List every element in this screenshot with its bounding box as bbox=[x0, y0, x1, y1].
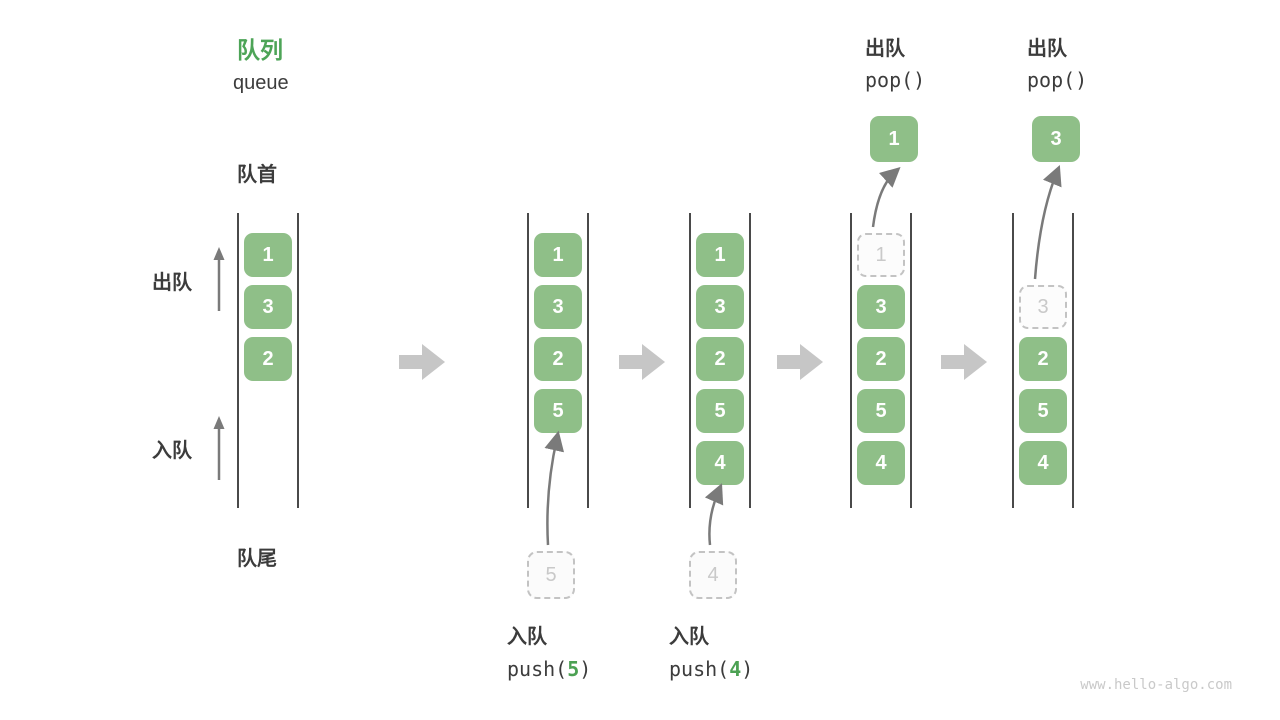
channel-wall bbox=[527, 213, 529, 508]
dequeue-op-label: 出队 bbox=[865, 38, 905, 60]
push-arrow-icon bbox=[544, 430, 565, 546]
channel-wall bbox=[1072, 213, 1074, 508]
arrow-bar bbox=[941, 355, 964, 369]
channel-wall bbox=[749, 213, 751, 508]
queue-item-box: 5 bbox=[696, 389, 744, 433]
ghost-item-box: 3 bbox=[1019, 285, 1067, 329]
queue-item-box: 5 bbox=[857, 389, 905, 433]
dequeue-label: 出队 bbox=[152, 272, 192, 294]
queue-item-box: 5 bbox=[1019, 389, 1067, 433]
pop-code-label: pop() bbox=[1027, 68, 1088, 92]
channel-wall bbox=[689, 213, 691, 508]
state-transition-arrow-icon bbox=[941, 344, 987, 380]
queue-rear-label: 队尾 bbox=[237, 548, 277, 570]
channel-wall bbox=[910, 213, 912, 508]
push-code-pre: push( bbox=[507, 657, 568, 681]
push-arrow-icon bbox=[704, 483, 724, 546]
queue-item-box: 2 bbox=[534, 337, 582, 381]
enqueue-op-label: 入队 bbox=[669, 626, 709, 648]
ghost-item-box: 1 bbox=[857, 233, 905, 277]
arrow-head bbox=[964, 344, 987, 380]
incoming-item-box: 4 bbox=[689, 551, 737, 599]
queue-item-box: 3 bbox=[534, 285, 582, 329]
queue-item-box: 2 bbox=[1019, 337, 1067, 381]
queue-item-box: 3 bbox=[857, 285, 905, 329]
pop-arrow-icon bbox=[871, 166, 901, 228]
arrow-head bbox=[422, 344, 445, 380]
push-code-arg: 5 bbox=[567, 657, 580, 681]
channel-wall bbox=[297, 213, 299, 508]
state-transition-arrow-icon bbox=[777, 344, 823, 380]
arrow-head bbox=[642, 344, 665, 380]
queue-item-box: 3 bbox=[696, 285, 744, 329]
page-title: 队列 bbox=[237, 37, 283, 63]
channel-wall bbox=[850, 213, 852, 508]
push-code-arg: 4 bbox=[729, 657, 742, 681]
channel-wall bbox=[1012, 213, 1014, 508]
popped-item-box: 3 bbox=[1032, 116, 1080, 162]
incoming-item-box: 5 bbox=[527, 551, 575, 599]
state-transition-arrow-icon bbox=[399, 344, 445, 380]
dequeue-op-label: 出队 bbox=[1027, 38, 1067, 60]
queue-item-box: 1 bbox=[534, 233, 582, 277]
dequeue-direction-arrow-icon bbox=[213, 247, 225, 311]
enqueue-op-label: 入队 bbox=[507, 626, 547, 648]
queue-item-box: 4 bbox=[696, 441, 744, 485]
push-code-label: push(4) bbox=[669, 657, 753, 681]
queue-item-box: 4 bbox=[857, 441, 905, 485]
queue-item-box: 1 bbox=[696, 233, 744, 277]
queue-item-box: 4 bbox=[1019, 441, 1067, 485]
watermark: www.hello-algo.com bbox=[1080, 677, 1232, 693]
arrow-head bbox=[800, 344, 823, 380]
queue-item-box: 3 bbox=[244, 285, 292, 329]
push-code-pre: push( bbox=[669, 657, 730, 681]
queue-item-box: 5 bbox=[534, 389, 582, 433]
queue-item-box: 2 bbox=[857, 337, 905, 381]
state-transition-arrow-icon bbox=[619, 344, 665, 380]
arrow-bar bbox=[399, 355, 422, 369]
enqueue-direction-arrow-icon bbox=[213, 416, 225, 480]
push-code-post: ) bbox=[741, 657, 754, 681]
page-subtitle: queue bbox=[233, 72, 289, 94]
popped-item-box: 1 bbox=[870, 116, 918, 162]
pop-arrow-icon bbox=[1033, 165, 1062, 280]
push-code-label: push(5) bbox=[507, 657, 591, 681]
queue-item-box: 1 bbox=[244, 233, 292, 277]
queue-item-box: 2 bbox=[244, 337, 292, 381]
arrow-bar bbox=[619, 355, 642, 369]
channel-wall bbox=[587, 213, 589, 508]
push-code-post: ) bbox=[579, 657, 592, 681]
queue-item-box: 2 bbox=[696, 337, 744, 381]
enqueue-label: 入队 bbox=[152, 440, 192, 462]
channel-wall bbox=[237, 213, 239, 508]
queue-front-label: 队首 bbox=[237, 164, 277, 186]
pop-code-label: pop() bbox=[865, 68, 926, 92]
arrow-bar bbox=[777, 355, 800, 369]
